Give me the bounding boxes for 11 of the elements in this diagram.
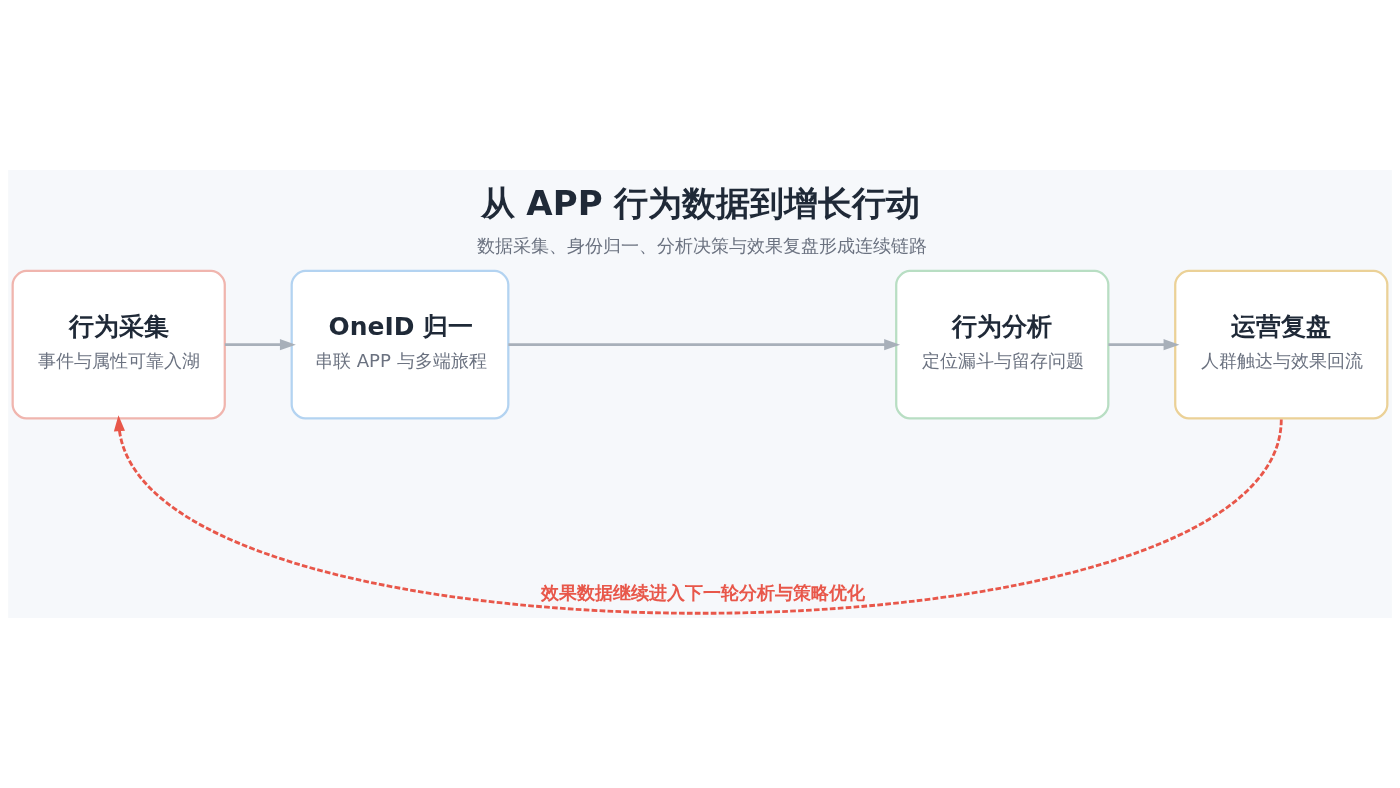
arrow [508, 339, 901, 351]
edge-label: 效果数据继续进入下一轮分析与策略优化 [541, 581, 866, 603]
arrow [224, 339, 296, 351]
node-box: 行为采集 事件与属性可靠入湖 [11, 269, 226, 420]
node-box: 运营复盘 人群触达与效果回流 [1174, 269, 1389, 420]
arrow [1108, 339, 1180, 351]
node-box: OneID 归一 串联 APP 与多端旅程 [290, 269, 510, 420]
arrow [113, 415, 1283, 615]
node-box: 行为分析 定位漏斗与留存问题 [895, 269, 1110, 420]
diagram-title: 从 APP 行为数据到增长行动 [480, 182, 921, 223]
caption: 数据采集、身份归一、分析决策与效果复盘形成连续链路 [476, 235, 927, 256]
